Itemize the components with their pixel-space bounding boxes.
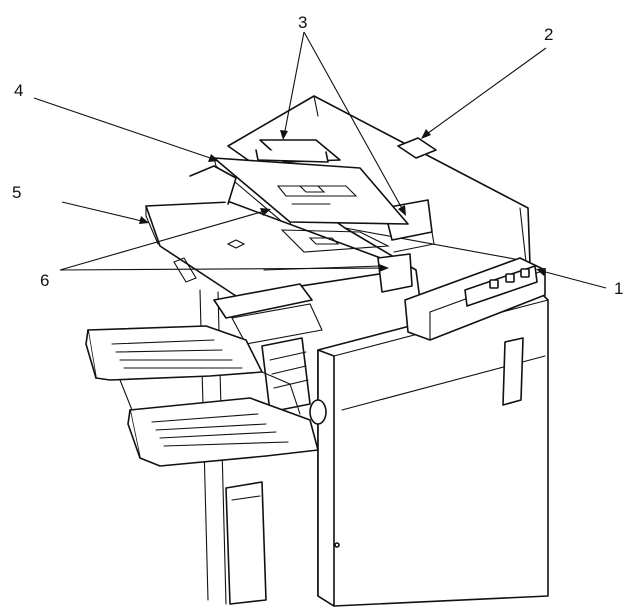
roller [309,399,327,425]
output-tray-upper [85,325,263,381]
callout-6: 6 [40,271,49,290]
callout-5: 5 [12,183,21,202]
control-panel [404,257,546,341]
door-handle [502,337,524,406]
leader-lines [33,31,607,289]
middle-shelf [145,201,413,297]
callout-2: 2 [544,25,553,44]
panel-button-3[interactable] [520,268,530,278]
callout-1: 1 [614,279,623,298]
top-cover-latch [397,137,437,159]
upper-shelf [213,157,409,232]
paper-path [213,283,327,425]
panel-button-2[interactable] [505,273,515,283]
panel-button-1[interactable] [489,279,499,289]
output-tray-lower [119,371,319,467]
callout-4: 4 [14,81,23,100]
callout-3: 3 [298,13,307,32]
